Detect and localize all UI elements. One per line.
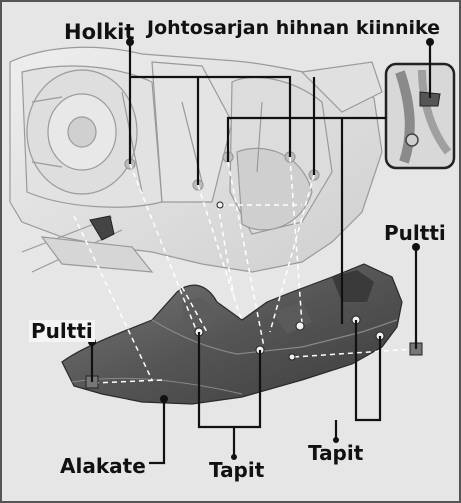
harness-band-clip-inset <box>386 64 454 168</box>
label-pins-right: Tapit <box>308 443 363 463</box>
label-bolt-right: Pultti <box>384 223 446 243</box>
label-sleeves: Holkit <box>64 22 134 43</box>
label-pins-center: Tapit <box>209 460 264 480</box>
label-under-cowl: Alakate <box>60 456 146 476</box>
label-bolt-left: Pultti <box>29 320 95 342</box>
label-harness-band-clip: Johtosarjan hihnan kiinnike <box>147 19 440 38</box>
engine-illustration <box>10 47 382 272</box>
